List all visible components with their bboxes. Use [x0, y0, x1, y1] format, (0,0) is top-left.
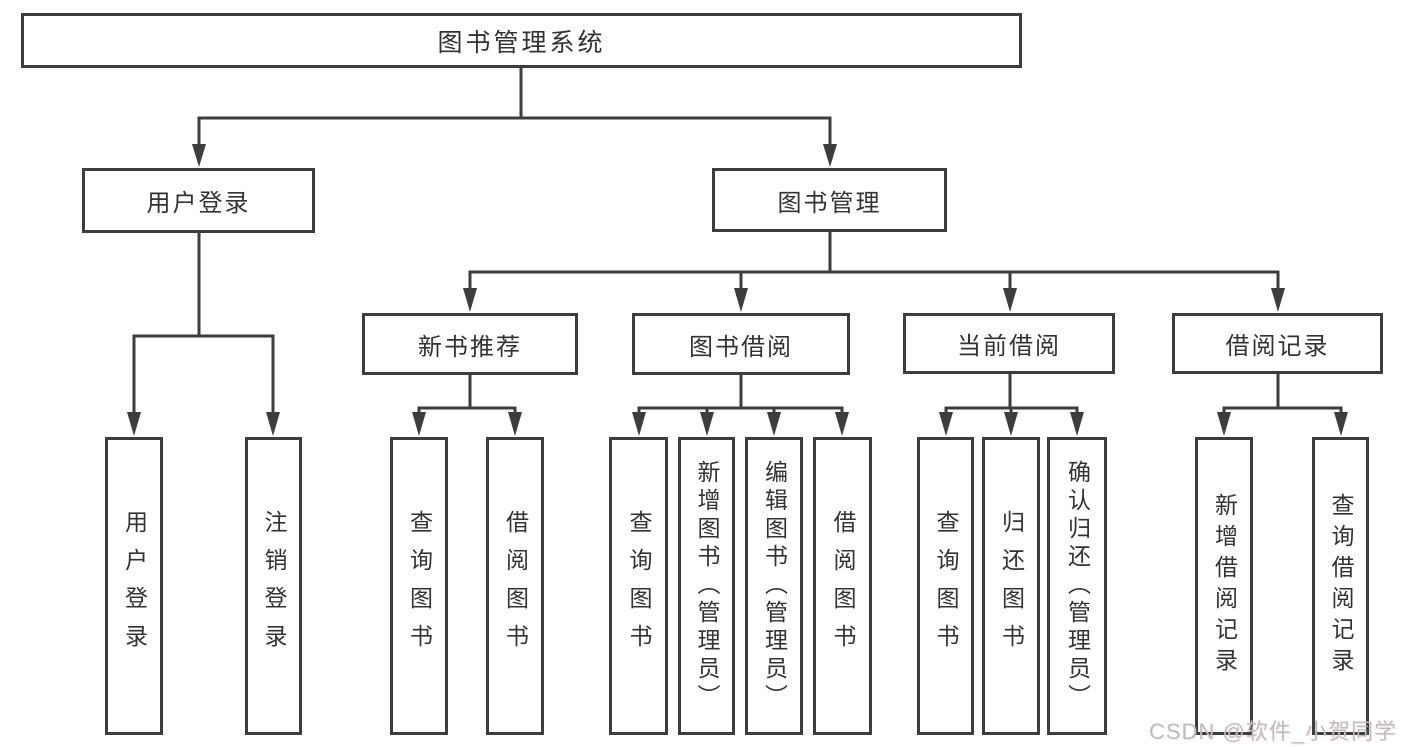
leaf-label: 新增借阅记录	[1211, 493, 1238, 679]
connector-new-book-recommend-to-children	[412, 375, 522, 436]
leaf-query-borrow-record: 查询借阅记录	[1312, 437, 1369, 735]
node-user-login: 用户登录	[82, 168, 315, 233]
leaf-label: 新增图书（管理员）	[694, 460, 720, 712]
leaf-label: 借阅图书	[830, 510, 856, 662]
leaf-label: 编辑图书（管理员）	[761, 460, 788, 712]
node-label: 图书管理系统	[437, 28, 606, 57]
node-label: 图书借阅	[689, 333, 793, 361]
leaf-edit-book-admin: 编辑图书（管理员）	[745, 437, 803, 735]
leaf-label: 查询图书	[626, 510, 652, 662]
node-label: 用户登录	[146, 190, 251, 217]
leaf-label: 借阅图书	[502, 510, 529, 662]
node-new-book-recommend: 新书推荐	[362, 313, 578, 375]
leaf-query-books-current: 查询图书	[917, 437, 974, 735]
node-label: 新书推荐	[418, 333, 522, 361]
node-current-borrowing: 当前借阅	[903, 313, 1115, 374]
leaf-label: 确认归还（管理员）	[1064, 460, 1091, 712]
node-book-borrowing: 图书借阅	[632, 313, 850, 375]
leaf-logout: 注销登录	[245, 437, 302, 735]
connector-book-borrowing-to-children	[632, 375, 849, 436]
leaf-label: 查询图书	[933, 510, 959, 662]
leaf-return-book: 归还图书	[982, 437, 1040, 735]
leaf-borrow-books-recommend: 借阅图书	[486, 437, 544, 735]
leaf-label: 注销登录	[261, 510, 287, 662]
connector-user-login-to-children	[127, 233, 280, 436]
node-library-management-system: 图书管理系统	[21, 13, 1022, 68]
node-label: 借阅记录	[1225, 333, 1330, 360]
leaf-label: 归还图书	[998, 510, 1025, 662]
connector-book-management-to-level3	[463, 232, 1285, 312]
leaf-label: 查询借阅记录	[1328, 493, 1354, 679]
connector-root-to-level2	[192, 68, 837, 167]
connector-borrowing-records-to-children	[1217, 374, 1348, 436]
leaf-user-login: 用户登录	[105, 437, 163, 735]
leaf-query-books-recommend: 查询图书	[390, 437, 448, 735]
connector-current-borrowing-to-children	[939, 374, 1084, 436]
node-borrowing-records: 借阅记录	[1172, 313, 1383, 374]
leaf-label: 用户登录	[121, 510, 148, 662]
node-label: 图书管理	[777, 189, 882, 217]
leaf-label: 查询图书	[406, 510, 433, 662]
leaf-add-book-admin: 新增图书（管理员）	[678, 437, 735, 735]
leaf-add-borrow-record: 新增借阅记录	[1195, 437, 1253, 735]
node-book-management: 图书管理	[712, 168, 947, 232]
csdn-watermark: CSDN @软件_小贺同学	[1148, 719, 1397, 744]
leaf-confirm-return-admin: 确认归还（管理员）	[1047, 437, 1107, 735]
leaf-query-books-borrowing: 查询图书	[609, 437, 668, 735]
node-label: 当前借阅	[957, 333, 1061, 360]
leaf-borrow-books: 借阅图书	[813, 437, 872, 735]
